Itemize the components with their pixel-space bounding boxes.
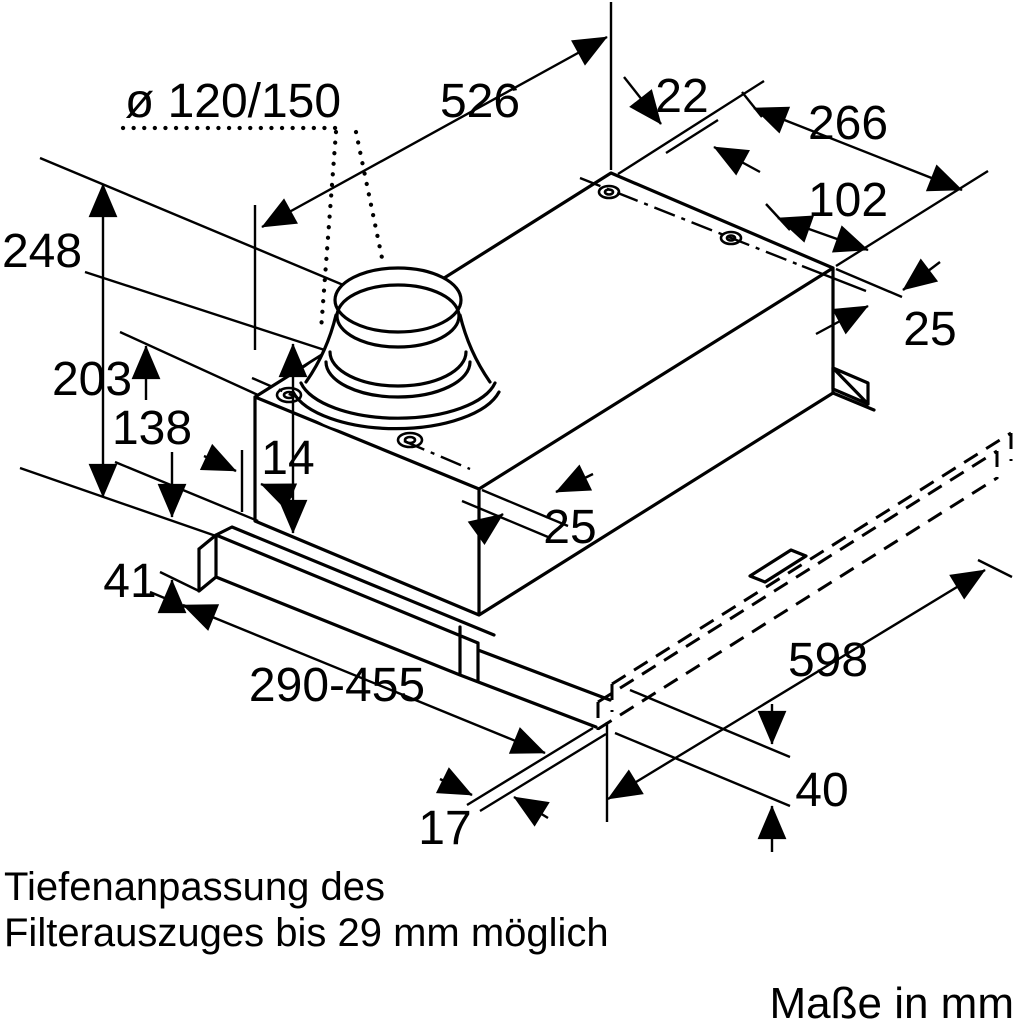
dim-25mid-lines (461, 488, 569, 539)
screw-hole-front-right (396, 431, 424, 449)
screw-hole-rear-right-inner (725, 234, 737, 242)
dim-14-arrow-right (260, 482, 298, 511)
dim-label-526: 526 (440, 75, 520, 128)
dim-25mid-arrow-a (555, 464, 594, 494)
dim-14-arrow-left (199, 443, 237, 473)
dim-label-14: 14 (261, 432, 314, 485)
dim-102-ext (765, 203, 791, 231)
ext-bottom-1 (19, 466, 217, 538)
mounting-bracket (831, 366, 876, 412)
dim-label-22: 22 (655, 70, 708, 123)
screw-hole-rear-left-inner (603, 188, 615, 196)
dim-25tr-arrow-b (902, 258, 941, 291)
dim-label-138: 138 (112, 402, 192, 455)
dim-depth-line (182, 603, 546, 755)
dim-526-line (261, 35, 608, 229)
ext-height-body-top (84, 270, 341, 357)
dim-label-266: 266 (808, 97, 888, 150)
collar-flange-inner (299, 381, 497, 420)
collar-rim-top (333, 266, 463, 334)
units-note: Maße in mm (770, 979, 1014, 1024)
dim-22-arrow-b (713, 145, 761, 176)
dim-22-ext (665, 118, 719, 155)
dim-17-arrow-b (513, 795, 550, 827)
collar-flange-outer (291, 390, 501, 431)
dim-25tr-arrow-a (815, 304, 869, 336)
dim-17-lines (466, 726, 607, 813)
dim-266-ext (741, 91, 763, 118)
screw-hole-rear-right (719, 230, 743, 246)
dim-label-25-mid: 25 (543, 501, 596, 554)
dim-label-40: 40 (795, 764, 848, 817)
ext-height-total-top (39, 156, 361, 294)
dim-label-25-right: 25 (903, 303, 956, 356)
dim-label-depth-range: 290-455 (249, 659, 425, 712)
dim-label-17: 17 (418, 802, 471, 855)
dim-40-ext (614, 688, 791, 808)
dim-102-line (777, 215, 869, 253)
dim-label-41: 41 (103, 555, 156, 608)
dim-depth-ext (149, 590, 187, 609)
dim-22-arrow-a (623, 76, 662, 125)
dim-266-line (753, 106, 963, 192)
collar-ring-upper (328, 350, 468, 388)
dim-598-line (607, 568, 986, 801)
ext-rear-edge (617, 79, 765, 176)
ext-rear-gap-1 (835, 267, 903, 299)
ext-height-front-top (119, 330, 259, 397)
dim-17-arrow-a (435, 767, 473, 797)
dim-label-248: 248 (2, 225, 82, 278)
collar-rim-fill (335, 268, 461, 332)
dim-598-ext (605, 558, 1013, 822)
note-line-1: Tiefenanpassung des (4, 865, 385, 909)
dimension-labels: ø 120/150 526 22 266 102 25 248 203 138 … (2, 70, 957, 855)
extension-lines (19, 79, 989, 593)
collar-ring-lower (324, 360, 472, 399)
note-line-2: Filterauszuges bis 29 mm möglich (4, 911, 609, 955)
dim-label-102: 102 (808, 174, 888, 227)
dim-526-ext (253, 2, 613, 350)
collar-rim-band (335, 283, 461, 349)
ext-bar-bottom (159, 570, 200, 593)
screw-hole-rear-left (597, 184, 621, 200)
dim-label-598: 598 (788, 634, 868, 687)
collar-side-right (458, 313, 492, 384)
diameter-leader-right (353, 129, 385, 261)
dim-25mid-arrow-b (467, 513, 504, 546)
screw-hole-front-right-inner (403, 435, 417, 445)
dim-label-diameter: ø 120/150 (125, 75, 341, 128)
collar-side-left (304, 313, 338, 384)
duct-collar (291, 266, 503, 438)
ext-bottom-2 (114, 460, 259, 523)
dimension-lines (88, 2, 1013, 852)
dim-label-203: 203 (52, 353, 132, 406)
notes: Tiefenanpassung des Filterauszuges bis 2… (4, 865, 1014, 1024)
